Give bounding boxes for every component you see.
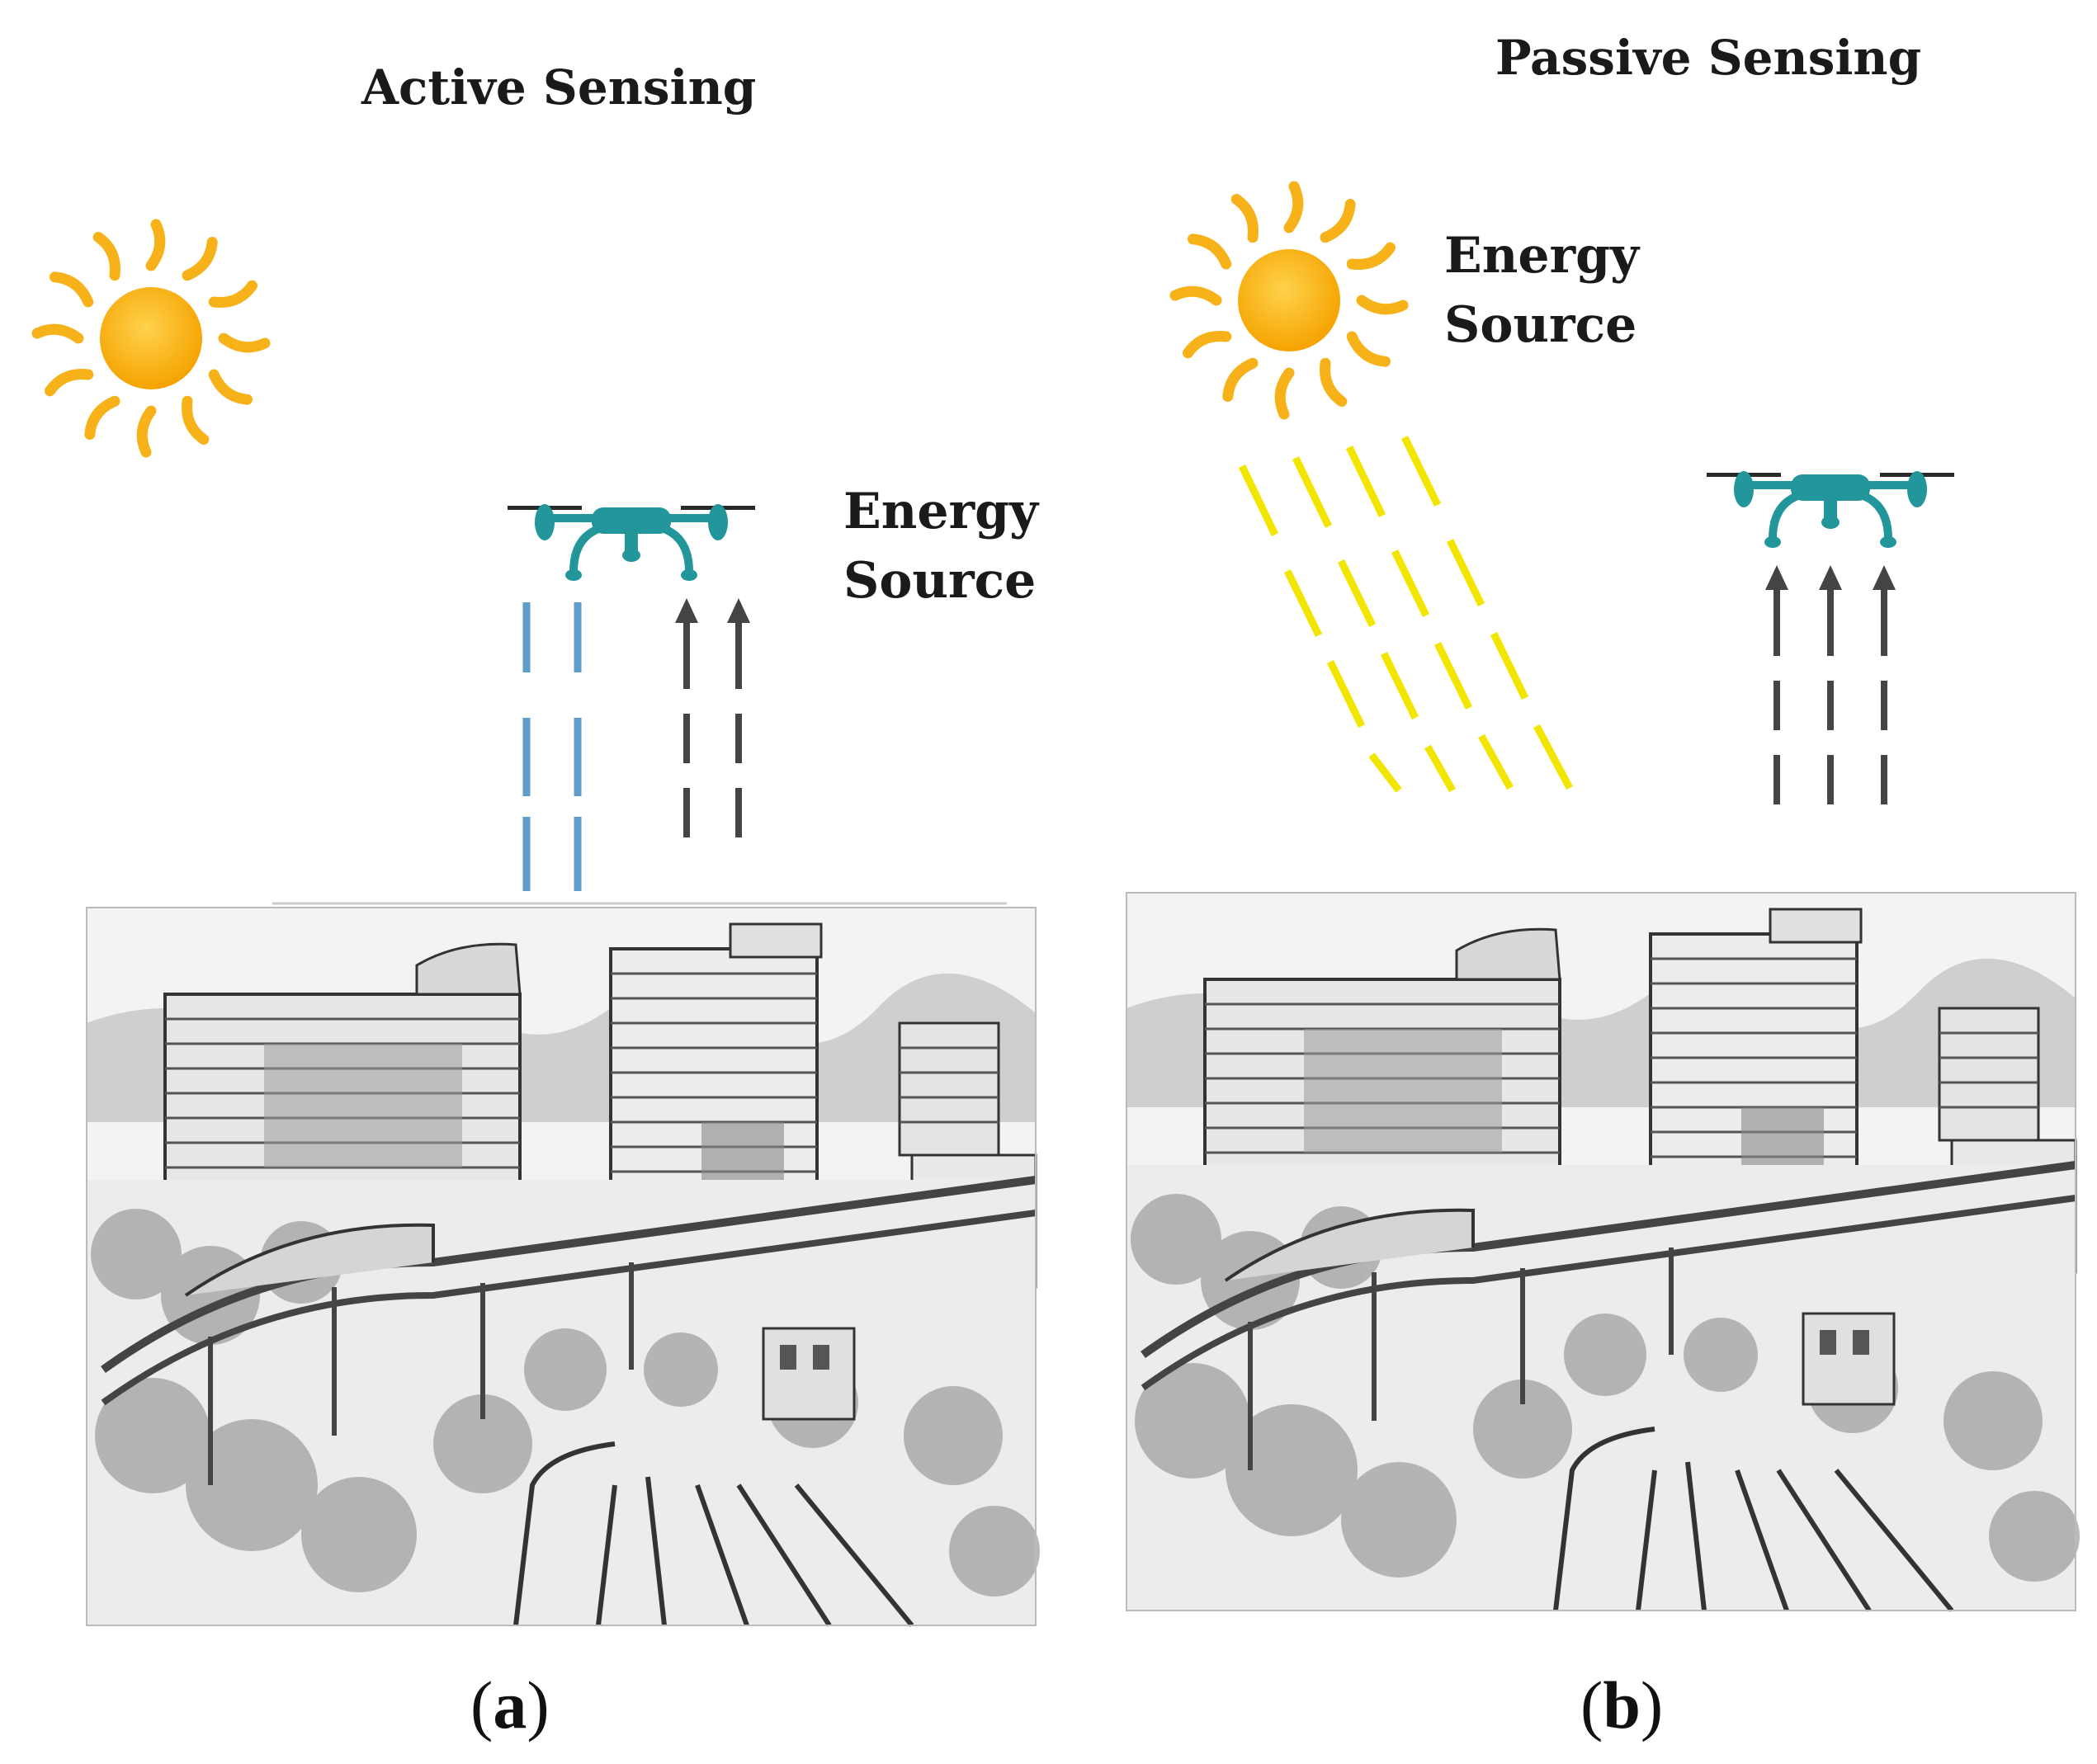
panel-b-caption-letter: b [1603,1667,1641,1743]
panel-a-caption-open: ( [470,1667,494,1743]
panel-a-active-beams [522,602,582,891]
panel-b-reflected-arrow-2 [1819,565,1842,804]
panel-a-energy-line2: Source [843,552,1037,610]
panel-b-energy-label: Energy Source [1444,221,1639,360]
panel-a-title: Active Sensing [361,59,757,116]
panel-a-caption-letter: a [493,1667,527,1743]
panel-a-city-scene [87,908,1040,1625]
panel-a-sun-icon [37,224,265,452]
panel-b-caption: (b) [1580,1667,1663,1744]
panel-a-reflected-arrow-1 [675,598,698,837]
panel-a-energy-line1: Energy [843,483,1038,540]
panel-b-reflected-arrow-3 [1873,565,1896,804]
panel-b-sun-icon [1175,186,1403,414]
panel-a-drone-icon [508,504,755,581]
panel-b-drone-icon [1707,471,1954,548]
panel-b-caption-close: ) [1640,1667,1664,1743]
panel-b-sunlight-rays [1238,436,1573,793]
panel-a-caption: (a) [470,1667,550,1744]
panel-b-energy-line1: Energy [1444,227,1639,285]
panel-a-energy-label: Energy Source [843,477,1038,616]
panel-a-caption-close: ) [527,1667,550,1743]
panel-b-energy-line2: Source [1444,296,1637,354]
panel-a-reflected-arrow-2 [727,598,750,837]
panel-b-caption-open: ( [1580,1667,1603,1743]
panel-b-reflected-arrow-1 [1765,565,1788,804]
panel-b-city-scene [1126,893,2080,1611]
panel-b-title: Passive Sensing [1495,30,1922,86]
